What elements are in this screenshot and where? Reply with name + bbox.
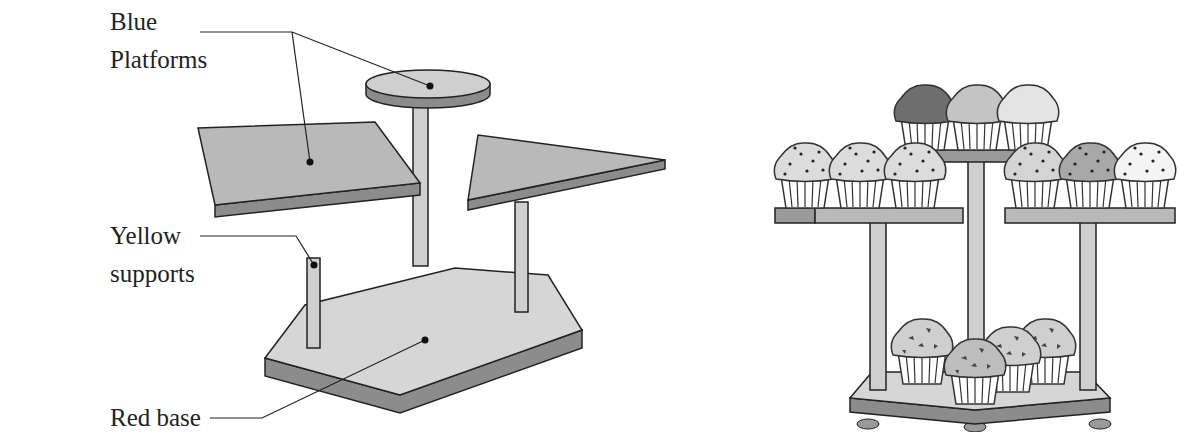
leader-dot	[307, 159, 314, 166]
leader-dot	[422, 337, 429, 344]
leader-line	[292, 32, 310, 162]
support	[515, 202, 528, 312]
left-shelf	[775, 208, 815, 223]
muffin	[884, 143, 945, 208]
muffin	[1059, 143, 1120, 208]
muffin	[829, 143, 890, 208]
foot	[1089, 419, 1111, 429]
stand-platforms	[198, 70, 665, 217]
muffin-speckles	[783, 146, 824, 175]
muffin	[891, 319, 952, 384]
right-shelf	[1005, 208, 1175, 223]
support	[307, 258, 320, 348]
leader-line	[200, 32, 430, 86]
muffin	[1114, 143, 1175, 208]
muffin-speckles	[1013, 146, 1054, 175]
support	[1080, 222, 1096, 390]
leader-line	[200, 236, 314, 265]
foot	[857, 419, 879, 429]
muffin	[774, 143, 835, 208]
muffin-speckles	[1068, 146, 1109, 175]
muffin-speckles	[893, 146, 934, 175]
muffin-chips	[955, 348, 991, 374]
leader-dots	[307, 83, 434, 344]
leader-dot	[311, 262, 318, 269]
filled-stand	[775, 150, 1175, 432]
round-platform	[366, 70, 490, 98]
left-shelf	[815, 208, 963, 223]
muffin	[1004, 143, 1065, 208]
leader-dot	[427, 83, 434, 90]
muffin-speckles	[838, 146, 879, 175]
muffin-speckles	[1123, 146, 1164, 175]
leader-lines	[200, 32, 430, 418]
muffin	[997, 85, 1058, 150]
muffin-chips	[902, 328, 938, 354]
leader-line	[210, 340, 425, 418]
part-label: Red base	[110, 399, 270, 432]
muffins	[774, 85, 1175, 404]
triangle-platform	[468, 135, 665, 200]
part-label: Yellow supports	[110, 217, 210, 293]
square-platform	[198, 122, 420, 205]
muffin	[944, 339, 1005, 404]
part-label: Blue Platforms	[110, 3, 200, 79]
support	[870, 222, 886, 390]
